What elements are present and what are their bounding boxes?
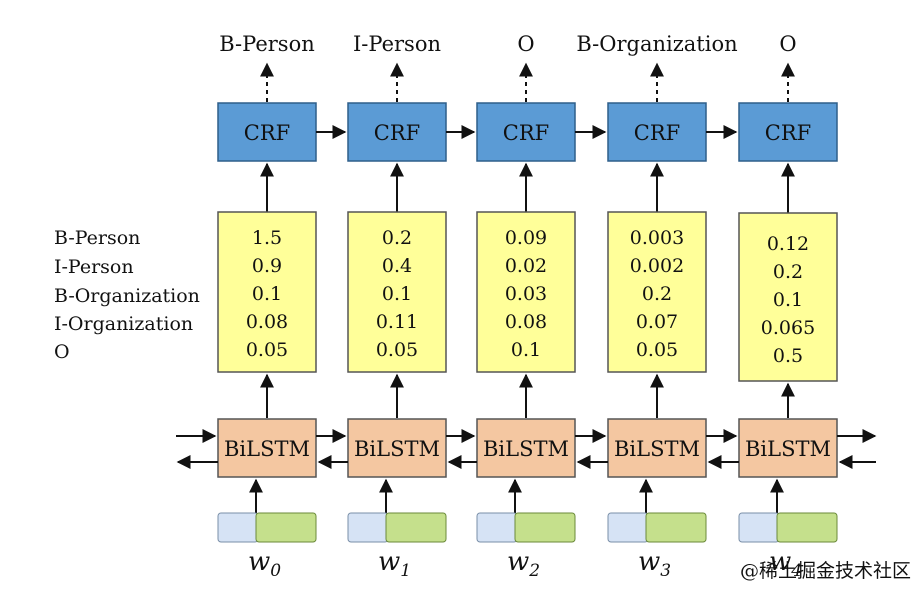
crf-label: CRF bbox=[374, 121, 420, 145]
score-box bbox=[347, 211, 447, 373]
word-letter: w bbox=[248, 547, 270, 577]
score-value: 0.08 bbox=[505, 311, 547, 333]
embedding-left bbox=[217, 512, 259, 543]
crf-box bbox=[217, 102, 317, 162]
bilstm-box bbox=[476, 418, 576, 478]
score-value: 0.02 bbox=[505, 255, 547, 277]
score-value: 0.08 bbox=[246, 311, 288, 333]
row-label: I-Person bbox=[54, 256, 134, 278]
score-value: 0.2 bbox=[382, 227, 412, 249]
embedding-right bbox=[514, 512, 576, 543]
word-subscript: 0 bbox=[270, 561, 281, 581]
score-value: 0.11 bbox=[376, 311, 418, 333]
score-box bbox=[738, 212, 838, 382]
score-value: 0.03 bbox=[505, 283, 547, 305]
score-row-labels: B-Person I-Person B-Organization I-Organ… bbox=[54, 227, 200, 363]
row-label: B-Person bbox=[54, 227, 140, 249]
score-value: 0.05 bbox=[636, 339, 678, 361]
crf-label: CRF bbox=[244, 121, 290, 145]
word-subscript: 2 bbox=[528, 561, 540, 581]
score-box bbox=[217, 211, 317, 373]
score-value: 0.05 bbox=[376, 339, 418, 361]
bilstm-box bbox=[217, 418, 317, 478]
score-value: 0.2 bbox=[773, 261, 803, 283]
bilstm-label: BiLSTM bbox=[745, 437, 831, 461]
embedding-right bbox=[776, 512, 838, 543]
word-letter: w bbox=[638, 547, 660, 577]
score-box bbox=[476, 211, 576, 373]
word-letter: w bbox=[507, 547, 529, 577]
word-subscript: 1 bbox=[400, 561, 411, 581]
crf-box bbox=[607, 102, 707, 162]
row-label: O bbox=[54, 341, 70, 363]
crf-label: CRF bbox=[503, 121, 549, 145]
word-label: w1 bbox=[378, 547, 411, 581]
connectors bbox=[176, 125, 877, 469]
score-value: 0.9 bbox=[252, 255, 282, 277]
score-value: 0.05 bbox=[246, 339, 288, 361]
bilstm-box bbox=[347, 418, 447, 478]
bilstm-label: BiLSTM bbox=[354, 437, 440, 461]
embedding-right bbox=[385, 512, 447, 543]
score-value: 0.4 bbox=[382, 255, 412, 277]
bilstm-box bbox=[607, 418, 707, 478]
score-value: 0.07 bbox=[636, 311, 678, 333]
output-label: O bbox=[517, 32, 534, 56]
word-subscript: 4 bbox=[790, 561, 802, 581]
output-label: O bbox=[779, 32, 796, 56]
word-letter: w bbox=[378, 547, 400, 577]
score-value: 0.09 bbox=[505, 227, 547, 249]
score-value: 0.2 bbox=[642, 283, 672, 305]
word-letter: w bbox=[769, 547, 791, 577]
score-value: 0.1 bbox=[511, 339, 541, 361]
row-label: I-Organization bbox=[54, 313, 193, 335]
score-value: 0.065 bbox=[761, 317, 815, 339]
embedding-left bbox=[738, 512, 780, 543]
embedding-left bbox=[347, 512, 389, 543]
diagram-columns: B-PersonCRF1.50.90.10.080.05BiLSTMw0I-Pe… bbox=[217, 32, 838, 581]
score-value: 0.1 bbox=[773, 289, 803, 311]
bilstm-box bbox=[738, 418, 838, 478]
score-value: 0.003 bbox=[630, 227, 684, 249]
output-label: I-Person bbox=[353, 32, 441, 56]
watermark: @稀土掘金技术社区 bbox=[740, 560, 911, 582]
embedding-left bbox=[607, 512, 649, 543]
embedding-right bbox=[645, 512, 707, 543]
embedding-left bbox=[476, 512, 518, 543]
word-label: w2 bbox=[507, 547, 540, 581]
score-value: 0.002 bbox=[630, 255, 684, 277]
score-value: 0.5 bbox=[773, 345, 803, 367]
bilstm-label: BiLSTM bbox=[483, 437, 569, 461]
embedding-right bbox=[255, 512, 317, 543]
bilstm-label: BiLSTM bbox=[224, 437, 310, 461]
row-label: B-Organization bbox=[54, 285, 200, 307]
crf-box bbox=[738, 102, 838, 162]
bilstm-label: BiLSTM bbox=[614, 437, 700, 461]
score-value: 0.12 bbox=[767, 233, 809, 255]
word-label: w0 bbox=[248, 547, 281, 581]
word-label: w4 bbox=[769, 547, 802, 581]
score-box bbox=[607, 211, 707, 373]
score-value: 0.1 bbox=[252, 283, 282, 305]
score-value: 0.1 bbox=[382, 283, 412, 305]
crf-label: CRF bbox=[765, 121, 811, 145]
word-subscript: 3 bbox=[660, 561, 671, 581]
output-label: B-Organization bbox=[576, 32, 737, 56]
crf-label: CRF bbox=[634, 121, 680, 145]
word-label: w3 bbox=[638, 547, 671, 581]
output-label: B-Person bbox=[219, 32, 315, 56]
score-value: 1.5 bbox=[252, 227, 282, 249]
